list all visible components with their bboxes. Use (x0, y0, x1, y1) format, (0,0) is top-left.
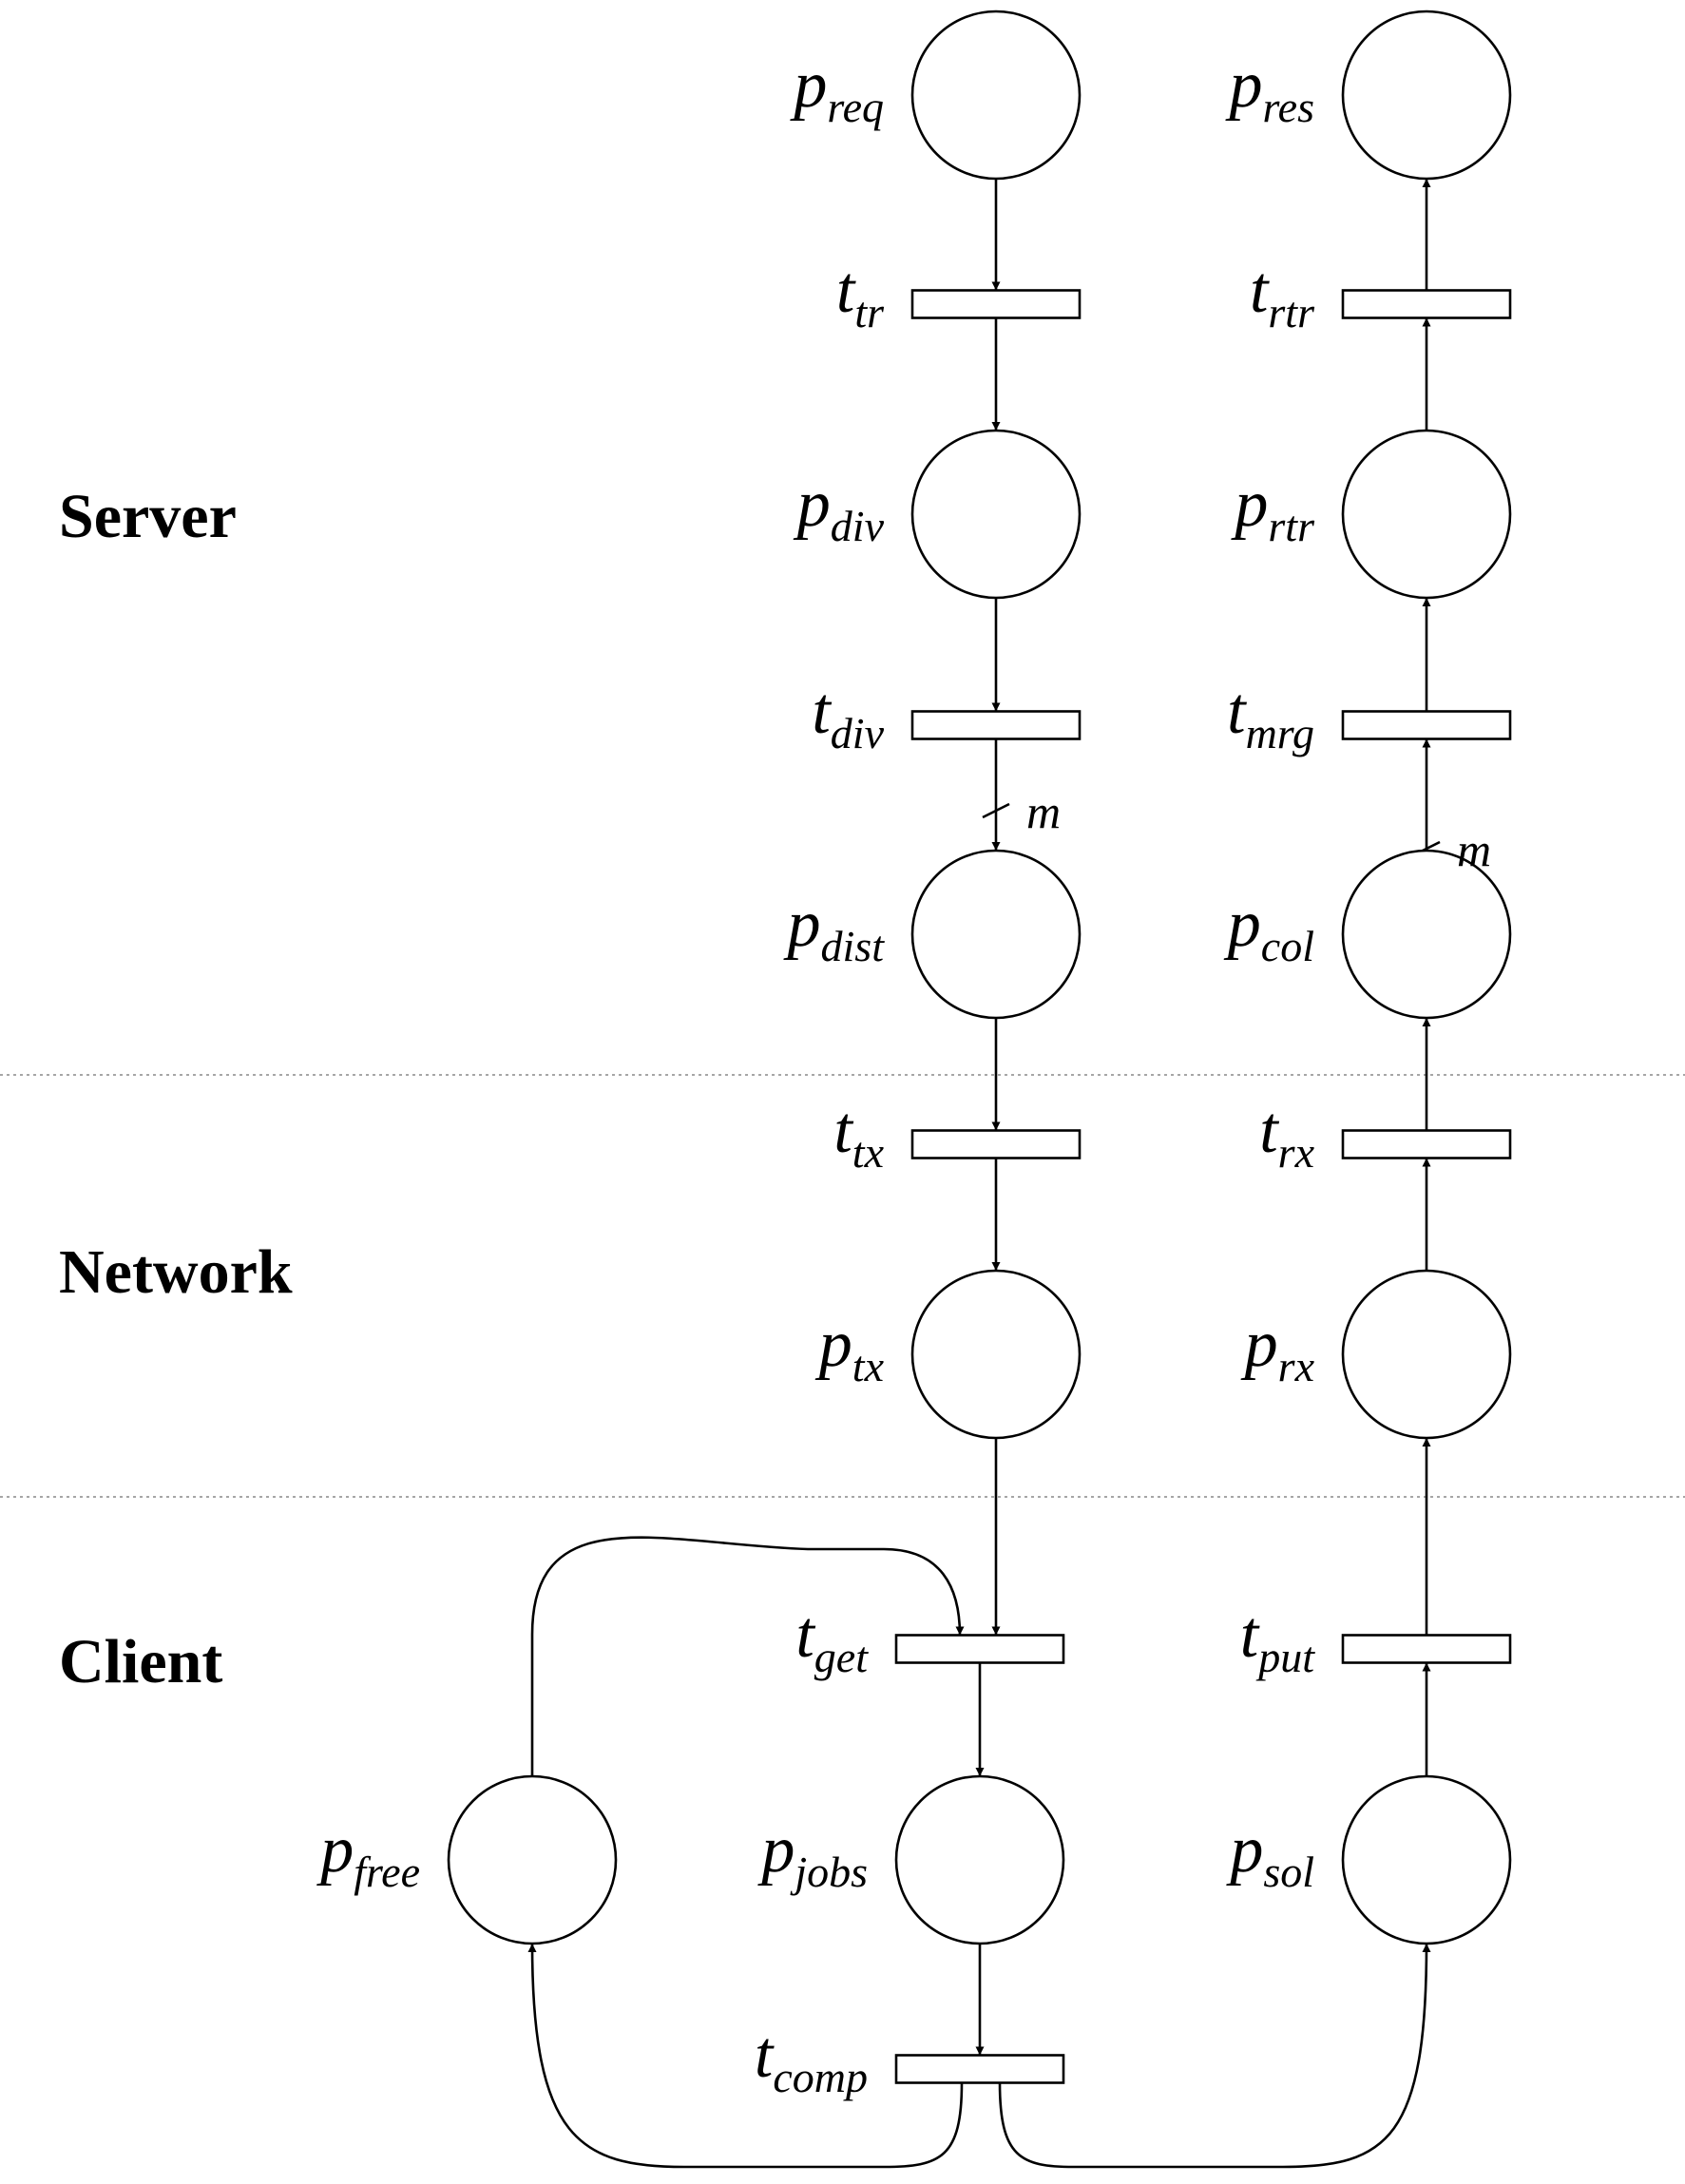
arc-weight-label: m (1026, 785, 1061, 838)
arc-t-comp-to-p-free (527, 1943, 964, 2169)
transition-label-t_rtr: trtr (1250, 254, 1315, 336)
place-label-main: p (1224, 48, 1262, 122)
place-label-subscript: free (354, 1848, 420, 1896)
transition-label-main: t (1227, 675, 1247, 748)
place-label-p_rx: prx (1240, 1308, 1315, 1390)
transition-t-put (1341, 1634, 1512, 1664)
transition-label-subscript: tr (854, 288, 885, 336)
arc-weight-label: m (1457, 823, 1491, 876)
transition-t-rtr (1341, 289, 1512, 319)
arc-t-comp-to-p-sol (998, 1943, 1431, 2169)
transition-label-subscript: mrg (1246, 709, 1314, 757)
place-label-subscript: rx (1278, 1342, 1315, 1390)
transition-label-subscript: comp (773, 2053, 868, 2101)
place-label-main: p (316, 1813, 354, 1887)
section-label-client: Client (59, 1627, 222, 1696)
place-label-main: p (783, 888, 821, 961)
place-p-rtr (1341, 429, 1512, 600)
place-label-subscript: col (1261, 922, 1314, 970)
place-label-p_dist: pdist (783, 888, 886, 970)
place-label-subscript: req (827, 83, 884, 131)
transition-t-tx (910, 1129, 1082, 1159)
place-label-main: p (756, 1813, 795, 1887)
place-label-main: p (793, 468, 831, 541)
place-label-p_res: pres (1224, 48, 1314, 131)
transition-label-t_tx: ttx (833, 1094, 884, 1177)
arc-p-free-to-t-get (530, 1536, 965, 1776)
place-label-p_sol: psol (1225, 1813, 1314, 1896)
place-label-subscript: dist (821, 922, 886, 970)
transition-t-comp (894, 2054, 1065, 2084)
place-label-subscript: jobs (790, 1848, 868, 1896)
place-label-p_div: pdiv (793, 468, 885, 550)
place-p-div (910, 429, 1082, 600)
place-label-p_col: pcol (1223, 888, 1314, 970)
place-label-p_jobs: pjobs (756, 1813, 868, 1896)
transition-label-t_rx: trx (1259, 1094, 1314, 1177)
place-label-p_req: preq (789, 48, 884, 131)
transition-label-subscript: rx (1278, 1128, 1315, 1177)
nodes-layer (447, 10, 1512, 2084)
transition-label-t_get: tget (795, 1599, 869, 1681)
place-label-p_free: pfree (316, 1813, 420, 1896)
transition-label-main: t (755, 2019, 775, 2092)
transition-label-t_comp: tcomp (755, 2019, 868, 2101)
labels-layer: ServerNetworkClientpreqpdivpdistptxpresp… (59, 48, 1491, 2101)
transition-t-div (910, 710, 1082, 740)
place-label-p_tx: ptx (814, 1308, 885, 1390)
transition-t-mrg (1341, 710, 1512, 740)
transition-label-main: t (1240, 1599, 1260, 1672)
place-p-res (1341, 10, 1512, 181)
transition-label-subscript: tx (852, 1128, 885, 1177)
transition-label-main: t (833, 1094, 853, 1167)
place-label-subscript: res (1262, 83, 1314, 131)
place-p-rx (1341, 1269, 1512, 1440)
transition-label-t_div: tdiv (812, 675, 884, 757)
transition-label-main: t (1250, 254, 1270, 327)
section-label-server: Server (59, 482, 237, 551)
place-label-subscript: rtr (1268, 502, 1315, 550)
transition-label-t_mrg: tmrg (1227, 675, 1314, 757)
transition-label-main: t (836, 254, 856, 327)
place-p-dist (910, 849, 1082, 1020)
transition-t-get (894, 1634, 1065, 1664)
place-p-req (910, 10, 1082, 181)
place-label-subscript: div (831, 502, 885, 550)
place-label-main: p (1225, 1813, 1263, 1887)
place-p-sol (1341, 1774, 1512, 1945)
transition-label-t_put: tput (1240, 1599, 1315, 1681)
transition-label-subscript: div (831, 709, 885, 757)
transition-t-rx (1341, 1129, 1512, 1159)
transition-label-subscript: rtr (1268, 288, 1315, 336)
transition-label-subscript: put (1255, 1633, 1315, 1681)
arcs-layer (527, 179, 1441, 2169)
transition-label-main: t (1259, 1094, 1279, 1167)
place-label-subscript: tx (852, 1342, 885, 1390)
place-label-main: p (1240, 1308, 1278, 1381)
place-p-tx (910, 1269, 1082, 1440)
transition-label-t_tr: ttr (836, 254, 885, 336)
arc-weight-tick (982, 802, 1010, 819)
place-label-main: p (814, 1308, 852, 1381)
place-p-free (447, 1774, 618, 1945)
place-label-main: p (1223, 888, 1261, 961)
transition-t-tr (910, 289, 1082, 319)
place-label-p_rtr: prtr (1230, 468, 1315, 550)
transition-label-subscript: get (814, 1633, 869, 1681)
transition-label-main: t (795, 1599, 815, 1672)
section-label-network: Network (59, 1237, 293, 1307)
transition-label-main: t (812, 675, 832, 748)
place-p-jobs (894, 1774, 1065, 1945)
section-dividers (0, 1074, 1685, 1498)
place-label-main: p (789, 48, 827, 122)
place-label-main: p (1230, 468, 1268, 541)
place-p-col (1341, 849, 1512, 1020)
place-label-subscript: sol (1263, 1848, 1314, 1896)
